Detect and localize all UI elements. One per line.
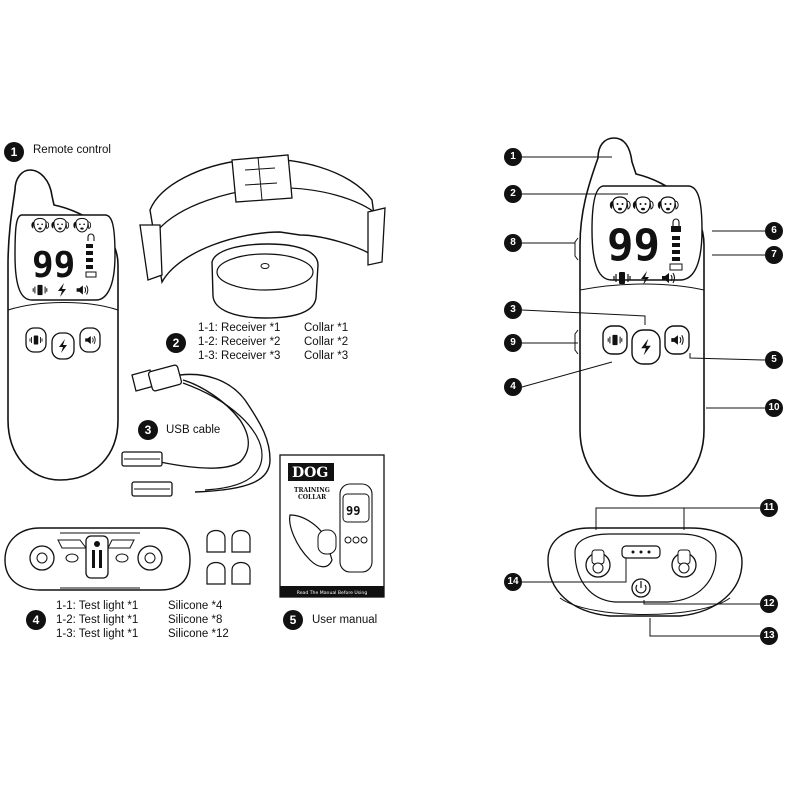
remote-control-small: 99 xyxy=(7,169,119,481)
callout-5: 5 xyxy=(765,351,783,369)
callout-12: 12 xyxy=(760,595,778,613)
user-manual: DOG TRAINING COLLAR 99 Read The Manual B… xyxy=(279,454,385,598)
lcd-digits-small: 99 xyxy=(32,245,75,286)
callout-10: 10 xyxy=(765,399,783,417)
callout-badge-3: 3 xyxy=(138,420,158,440)
callout-badge-1: 1 xyxy=(4,142,24,162)
callout-4: 4 xyxy=(504,378,522,396)
callout-1: 1 xyxy=(504,148,522,166)
callout-badge-2: 2 xyxy=(166,333,186,353)
svg-text:Read The Manual Before Using: Read The Manual Before Using xyxy=(297,590,368,596)
svg-text:99: 99 xyxy=(346,504,360,518)
battery-icon xyxy=(669,263,683,271)
signal-bars-icon xyxy=(672,236,680,261)
test-light xyxy=(4,527,191,591)
svg-text:COLLAR: COLLAR xyxy=(298,494,327,501)
svg-text:TRAINING: TRAINING xyxy=(294,487,330,494)
lcd-digits-large: 99 xyxy=(607,220,660,271)
callout-2: 2 xyxy=(504,185,522,203)
callout-6: 6 xyxy=(765,222,783,240)
callout-7: 7 xyxy=(765,246,783,264)
remote-control-large: 99 xyxy=(574,137,705,497)
power-icon xyxy=(631,578,651,598)
label-user-manual: User manual xyxy=(312,614,378,626)
callout-3: 3 xyxy=(504,301,522,319)
leader-lines xyxy=(521,156,766,637)
callout-14: 14 xyxy=(504,573,522,591)
usb-cable xyxy=(121,364,271,497)
callout-badge-4: 4 xyxy=(26,610,46,630)
callout-8: 8 xyxy=(504,234,522,252)
callout-9: 9 xyxy=(504,334,522,352)
callout-badge-5: 5 xyxy=(283,610,303,630)
label-usb-cable: USB cable xyxy=(166,424,221,436)
callout-11: 11 xyxy=(760,499,778,517)
callout-13: 13 xyxy=(760,627,778,645)
label-remote-control: Remote control xyxy=(33,144,111,156)
receiver-large xyxy=(547,527,743,617)
collar-receiver xyxy=(139,154,386,319)
lock-icon xyxy=(672,218,680,226)
manual-brand: DOG xyxy=(292,465,328,481)
silicone-caps xyxy=(206,529,251,585)
